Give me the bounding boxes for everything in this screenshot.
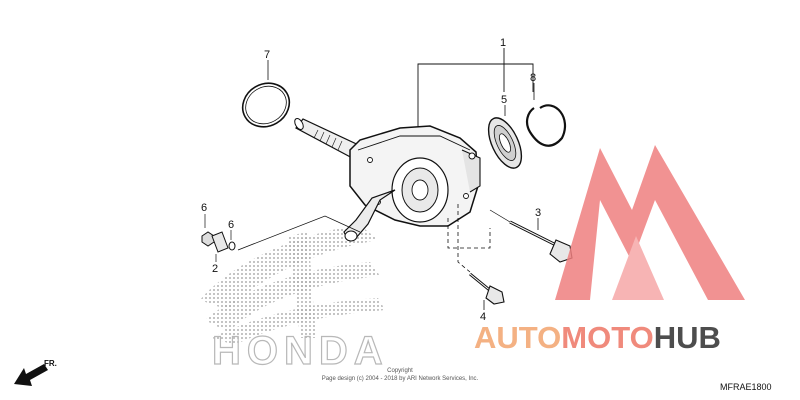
- callout-6b: 6: [228, 219, 234, 231]
- diagram-code: MFRAE1800: [720, 382, 772, 392]
- watermark-part-hub: HUB: [654, 320, 721, 355]
- honda-wing-logo: [200, 225, 385, 345]
- front-direction-arrow: FR.: [14, 359, 57, 386]
- watermark-logo-icon: [555, 145, 745, 300]
- circlip-part: [525, 83, 567, 147]
- callout-8: 8: [530, 72, 536, 84]
- watermark-part-moto: MOTO: [561, 320, 653, 355]
- assembly-bracket: [417, 48, 534, 148]
- callout-5: 5: [501, 94, 507, 106]
- long-bolt-part: [489, 209, 573, 263]
- callout-3: 3: [535, 207, 541, 219]
- final-drive-housing: [343, 125, 481, 242]
- callout-4: 4: [480, 311, 486, 323]
- callout-6a: 6: [201, 202, 207, 214]
- copyright-notice: Page design (c) 2004 - 2018 by ARI Netwo…: [322, 376, 479, 382]
- callout-numbers: 1 2 3 4 5 6 6 7 8: [201, 37, 541, 323]
- o-ring-part: [241, 60, 291, 128]
- watermark-wordmark: AUTOMOTOHUB: [474, 320, 721, 355]
- honda-wordmark: HONDA: [212, 329, 389, 373]
- copyright-title: Copyright: [387, 368, 413, 374]
- short-bolt-part: [469, 272, 505, 310]
- callout-7: 7: [264, 49, 270, 61]
- watermark-part-auto: AUTO: [474, 320, 561, 355]
- bearing-part: [487, 105, 523, 169]
- leader-lines: [447, 204, 491, 273]
- front-label: FR.: [44, 359, 57, 368]
- callout-2: 2: [212, 263, 218, 275]
- callout-1: 1: [500, 37, 506, 49]
- bleeder-valve-part: [201, 214, 361, 262]
